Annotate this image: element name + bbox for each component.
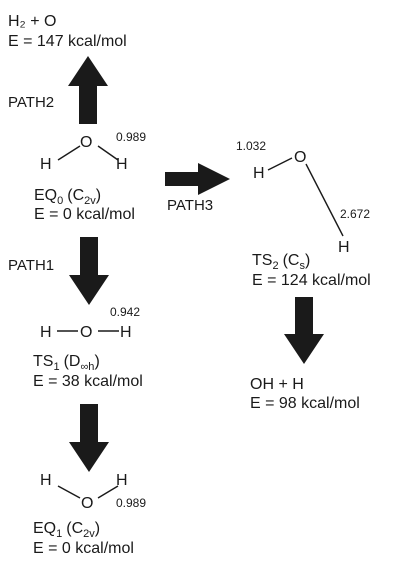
ts2-bond-length-short: 1.032 bbox=[236, 139, 266, 153]
top-energy: E = 147 kcal/mol bbox=[8, 33, 127, 50]
ts2-products-arrow-icon bbox=[284, 297, 324, 364]
eq0-bond-left bbox=[57, 145, 81, 161]
ts2-label: TS2(Cs) bbox=[252, 252, 310, 272]
path2-arrow-icon bbox=[68, 56, 108, 124]
eq1-bond-length: 0.989 bbox=[116, 496, 146, 510]
ts2-atom-h-far: H bbox=[338, 239, 350, 256]
eq0-label: EQ0(C2v) bbox=[34, 187, 101, 207]
ts2-atom-o: O bbox=[294, 149, 306, 166]
eq0-bond-right bbox=[97, 145, 119, 161]
ts1-molecule: H O H 0.942 bbox=[40, 305, 140, 341]
ts1-label: TS1(D∞h) bbox=[33, 353, 100, 373]
ts1-energy: E = 38 kcal/mol bbox=[33, 373, 143, 390]
products-species: OH + H bbox=[250, 376, 304, 393]
eq1-label: EQ1(C2v) bbox=[33, 520, 100, 540]
eq0-atom-h-left: H bbox=[40, 156, 52, 173]
ts2-molecule: O H H 1.032 2.672 bbox=[236, 139, 370, 256]
eq0-molecule: O H H 0.989 bbox=[40, 130, 146, 173]
eq1-bond-left bbox=[57, 485, 81, 499]
eq0-atom-h-right: H bbox=[116, 156, 128, 173]
eq1-atom-o: O bbox=[81, 495, 93, 512]
path1-arrow-icon bbox=[69, 237, 109, 305]
products-energy: E = 98 kcal/mol bbox=[250, 395, 360, 412]
ts1-atom-o: O bbox=[80, 324, 92, 341]
ts2-bond-stretched bbox=[305, 163, 344, 237]
ts2-energy: E = 124 kcal/mol bbox=[252, 272, 371, 289]
ts1-atom-h-right: H bbox=[120, 324, 132, 341]
eq1-bond-right bbox=[97, 485, 119, 499]
top-species: H₂ + O bbox=[8, 13, 56, 30]
eq0-atom-o: O bbox=[80, 134, 92, 151]
ts2-bond-oh bbox=[267, 157, 293, 171]
path1-label: PATH1 bbox=[8, 257, 54, 274]
path3-arrow-icon bbox=[165, 163, 230, 195]
eq1-energy: E = 0 kcal/mol bbox=[33, 540, 134, 557]
ts2-atom-h-left: H bbox=[253, 165, 265, 182]
ts1-eq1-arrow-icon bbox=[69, 404, 109, 472]
eq1-atom-h-right: H bbox=[116, 472, 128, 489]
eq0-energy: E = 0 kcal/mol bbox=[34, 206, 135, 223]
ts2-bond-length-long: 2.672 bbox=[340, 207, 370, 221]
eq1-molecule: H H O 0.989 bbox=[40, 472, 146, 512]
path2-label: PATH2 bbox=[8, 94, 54, 111]
eq0-bond-length: 0.989 bbox=[116, 130, 146, 144]
path3-label: PATH3 bbox=[167, 197, 213, 214]
eq1-atom-h-left: H bbox=[40, 472, 52, 489]
ts1-bond-length: 0.942 bbox=[110, 305, 140, 319]
ts1-atom-h-left: H bbox=[40, 324, 52, 341]
